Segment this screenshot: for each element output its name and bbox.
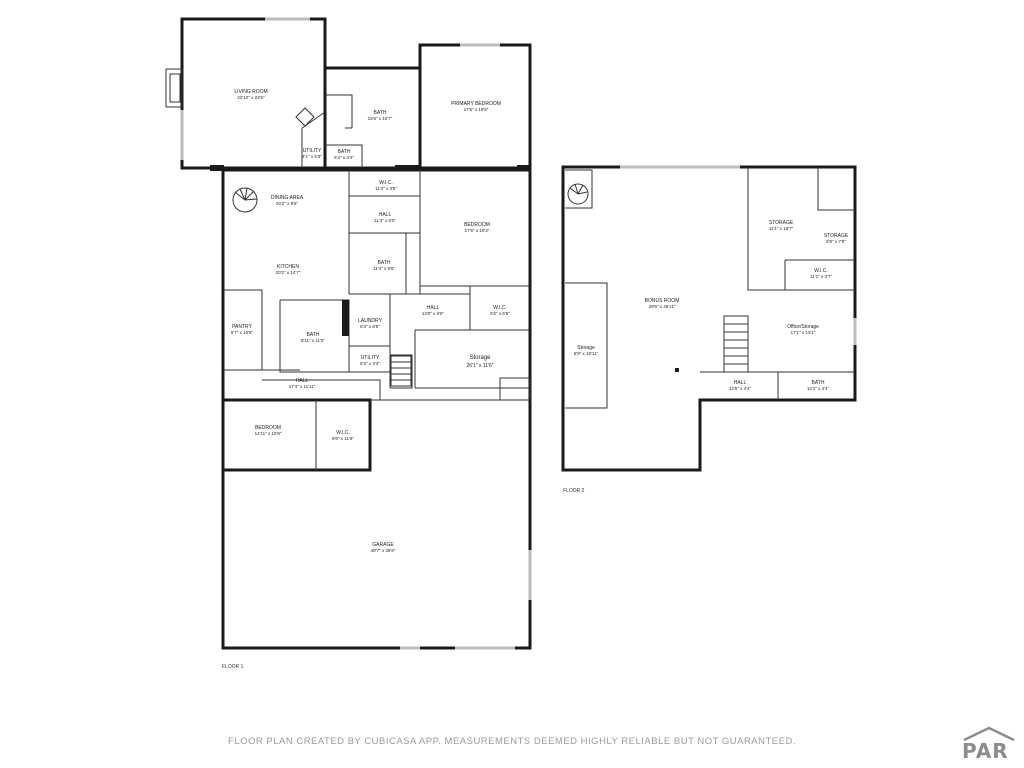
room-name: BATH <box>337 149 351 156</box>
room-name: HALL <box>378 212 392 219</box>
room-name: BATH <box>811 380 825 387</box>
room-dims: 13'0" x 6'5" <box>421 311 445 317</box>
room-name: STORAGE <box>768 220 794 227</box>
room-dims: 11'1" x 4'7" <box>810 274 832 280</box>
room-name: KITCHEN <box>277 264 299 271</box>
room-name: BATH <box>373 110 387 117</box>
room-name: W.I.C. <box>814 268 828 275</box>
logo-text: PAR <box>962 739 1009 763</box>
room-dims: 17'1" x 13'1" <box>790 330 816 336</box>
room-name: UTILITY <box>360 355 380 362</box>
room-dims: 26'1" x 11'6" <box>466 362 494 369</box>
par-logo: PAR <box>958 726 1020 766</box>
room-name: BEDROOM <box>464 222 490 229</box>
floor-2-walls <box>561 165 857 472</box>
room-dims: 12'5" x 4'4" <box>728 386 752 392</box>
room-name: DINING AREA <box>270 195 304 202</box>
room-wic-2: W.I.C.9'2" x 6'5" <box>490 305 510 317</box>
room-dims: 5'4" x 3'4" <box>334 155 354 161</box>
room-dims: 17'4" x 11'11" <box>288 384 316 390</box>
roof-icon <box>963 726 1015 742</box>
room-name: BATH <box>377 260 391 267</box>
room-wic-3: W.I.C.8'0" x 11'9" <box>332 430 354 442</box>
room-dims: 11'1" x 19'7" <box>768 226 794 232</box>
room-name: W.I.C. <box>379 180 393 187</box>
room-dims: 11'4" x 9'5" <box>373 266 395 272</box>
room-dims: 11'4" x 3'5" <box>375 186 397 192</box>
room-dims: 17'5" x 19'3" <box>464 228 490 234</box>
room-wic-f2: W.I.C.11'1" x 4'7" <box>810 268 832 280</box>
room-wic: W.I.C.11'4" x 3'5" <box>375 180 397 192</box>
room-name: LAUNDRY <box>358 318 382 325</box>
room-name: PRIMARY BEDROOM <box>451 101 501 108</box>
room-dims: 12'1" x 4'4" <box>806 386 830 392</box>
room-dims: 49'7" x 39'9" <box>370 548 396 554</box>
room-dims: 6'3" x 3'4" <box>360 361 380 367</box>
room-dims: 4'1" x 5'3" <box>302 154 322 160</box>
room-name: Storage <box>469 355 491 362</box>
room-dims: 5'7" x 10'8" <box>230 330 254 336</box>
room-dims: 8'11" x 11'0" <box>300 338 326 344</box>
room-name: HALL <box>426 305 440 312</box>
room-dims: 14'11" x 15'9" <box>254 431 282 437</box>
room-dims: 20'2" x 14'7" <box>275 270 301 276</box>
room-dims: 8'0" x 11'9" <box>332 436 354 442</box>
room-dims: 8'8" x 7'9" <box>826 239 846 245</box>
room-name: UTILITY <box>302 148 322 155</box>
room-dims: 22'10" x 23'6" <box>237 95 265 101</box>
room-dims: 29'9" x 48'11" <box>648 304 676 310</box>
room-dims: 9'2" x 6'5" <box>490 311 510 317</box>
floor-1-label: FLOOR 1 <box>222 664 244 670</box>
disclaimer-footer: FLOOR PLAN CREATED BY CUBICASA APP. MEAS… <box>228 736 796 747</box>
room-dims: 20'2" x 8'6" <box>275 201 299 207</box>
room-name: Office/Storage <box>787 324 819 331</box>
room-dims: 17'5" x 19'6" <box>463 107 489 113</box>
floor-2-label: FLOOR 2 <box>563 488 585 494</box>
room-name: W.I.C. <box>493 305 507 312</box>
room-dims: 11'4" x 6'0" <box>374 218 396 224</box>
room-dims: 6'9" x 19'11" <box>573 351 599 357</box>
room-name: BATH <box>306 332 320 339</box>
floor-1-walls <box>165 17 532 650</box>
room-name: LIVING ROOM <box>234 89 268 96</box>
room-name: HALL <box>733 380 747 387</box>
room-dims: 6'3" x 8'5" <box>360 324 380 330</box>
room-name: PANTRY <box>232 324 252 331</box>
room-name: GARAGE <box>372 542 394 549</box>
room-name: W.I.C. <box>336 430 350 437</box>
room-dims: 15'6" x 15'7" <box>367 116 393 122</box>
room-name: HALL <box>295 378 309 385</box>
room-name: BONUS ROOM <box>644 298 680 305</box>
room-name: BEDROOM <box>255 425 281 432</box>
room-name: STORAGE <box>823 233 849 240</box>
room-name: Storage <box>577 345 595 352</box>
